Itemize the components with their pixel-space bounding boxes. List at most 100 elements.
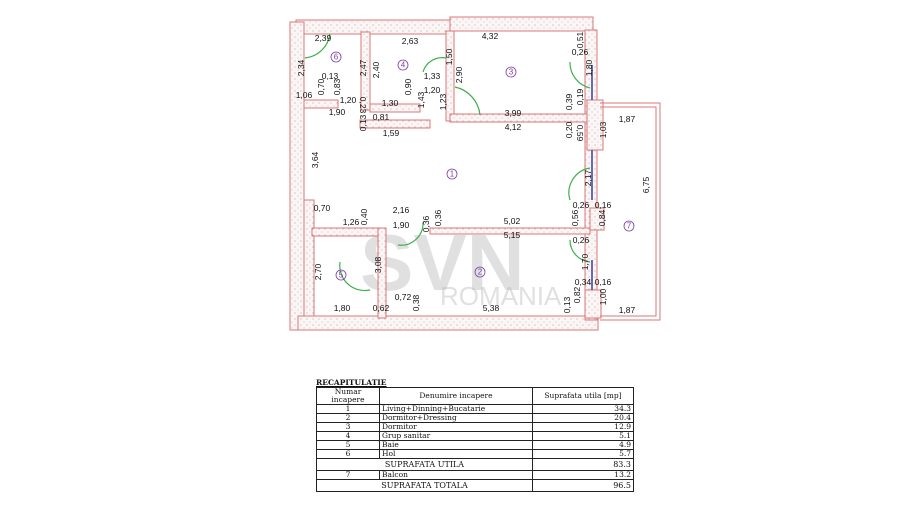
dimension-label: 1,43 <box>416 91 426 108</box>
dimension-label: 2,63 <box>402 36 419 46</box>
dimension-label: 1,80 <box>334 303 351 313</box>
total-utila-value: 83.3 <box>532 458 634 471</box>
dimension-label: 2,16 <box>393 205 410 215</box>
cell-nr: 7 <box>316 470 380 480</box>
dimension-label: 1,06 <box>296 90 313 100</box>
total-totala-label: SUPRAFATA TOTALA <box>316 479 533 492</box>
dimension-label: 0,56 <box>570 209 580 226</box>
dimension-label: 1,23 <box>438 93 448 110</box>
dimension-label: 2,34 <box>296 59 306 76</box>
dimension-label: 0,81 <box>373 112 390 122</box>
cell-name: Hol <box>379 449 533 459</box>
dimension-label: 0,38 <box>411 294 421 311</box>
door-swings <box>304 33 591 292</box>
dimension-label: 1,20 <box>424 85 441 95</box>
balcony-outline <box>600 102 661 321</box>
dimension-label: 2,47 <box>358 59 368 76</box>
dimension-label: 0,82 <box>572 286 582 303</box>
dimension-label: 0,62 <box>373 303 390 313</box>
dimension-label: 0,84 <box>597 209 607 226</box>
room-numbers <box>330 51 635 281</box>
dimension-label: 1,87 <box>619 114 636 124</box>
dimension-label: 1,50 <box>444 48 454 65</box>
dimension-label: 0,26 <box>572 47 589 57</box>
table-header: Numar incapere Denumire incapere Suprafa… <box>316 387 634 405</box>
svg-text:ROMANIA: ROMANIA <box>440 281 562 311</box>
dimension-label: 0,20 <box>564 121 574 138</box>
dimension-label: 0,40 <box>359 208 369 225</box>
dimension-label: 0,36 <box>421 215 431 232</box>
room-label: 5 <box>339 271 344 280</box>
dimension-label: 1,20 <box>340 95 357 105</box>
dimension-label: 2,90 <box>454 66 464 83</box>
dimension-label: 1,90 <box>329 107 346 117</box>
cell-name: Baie <box>379 440 533 450</box>
dimension-label: 2,17 <box>583 169 593 186</box>
dimension-label: 0,23 <box>358 97 368 114</box>
header-area: Suprafata utila [mp] <box>532 387 634 405</box>
room-label: 7 <box>627 222 632 231</box>
room-label: 6 <box>334 53 339 62</box>
dimension-label: 3,64 <box>310 151 320 168</box>
floor-plan: SVN ROMANIA 1 2 3 4 5 6 7 2,39 2,34 2,47… <box>289 16 661 331</box>
dimension-label: 1,00 <box>598 288 608 305</box>
dimension-label: 2,70 <box>313 263 323 280</box>
dimension-label: 4,32 <box>482 31 499 41</box>
dimension-label: 2,39 <box>315 33 332 43</box>
cell-area: 13.2 <box>532 470 634 480</box>
dimension-label: 0,13 <box>322 71 339 81</box>
dimension-label: 2,40 <box>371 61 381 78</box>
dimension-label: 0,83 <box>332 78 342 95</box>
dimension-label: 0,59 <box>575 125 585 142</box>
dimension-label: 0,19 <box>575 88 585 105</box>
dimension-label: 0,16 <box>595 200 612 210</box>
dimension-label: 1,30 <box>382 98 399 108</box>
dimension-label: 0,70 <box>316 78 326 95</box>
room-label: 4 <box>401 61 406 70</box>
dimension-label: 5,15 <box>504 230 521 240</box>
dimension-label: 5,38 <box>483 303 500 313</box>
dimension-label: 3,99 <box>505 108 522 118</box>
dimension-label: 1,59 <box>383 128 400 138</box>
dimension-label: 1,03 <box>598 121 608 138</box>
header-nr: Numar incapere <box>316 387 380 405</box>
dimension-label: 5,02 <box>504 216 521 226</box>
summary-table: RECAPITULATIE Numar incapere Denumire in… <box>316 379 634 492</box>
walls <box>289 16 605 331</box>
dimension-label: 0,39 <box>564 93 574 110</box>
dimensions: 2,39 2,34 2,47 2,40 2,63 4,32 0,51 0,26 … <box>296 31 651 315</box>
dimension-label: 0,16 <box>595 277 612 287</box>
dimension-label: 1,80 <box>584 59 594 76</box>
cell-area: 5.7 <box>532 449 634 459</box>
dimension-label: 6,75 <box>641 176 651 193</box>
dimension-label: 0,36 <box>433 209 443 226</box>
cell-name: Balcon <box>379 470 533 480</box>
dimension-label: 1,87 <box>619 305 636 315</box>
dimension-label: 4,12 <box>505 122 522 132</box>
room-label: 1 <box>450 170 455 179</box>
cell-name: Grup sanitar <box>379 431 533 441</box>
dimension-label: 0,70 <box>314 203 331 213</box>
dimension-label: 1,33 <box>424 71 441 81</box>
table-caption: RECAPITULATIE <box>316 378 387 387</box>
dimension-label: 0,13 <box>358 114 368 131</box>
dimension-label: 1,26 <box>343 217 360 227</box>
dimension-label: 1,70 <box>580 253 590 270</box>
dimension-label: 3,08 <box>373 256 383 273</box>
room-label: 2 <box>478 268 483 277</box>
room-label: 3 <box>509 68 514 77</box>
dimension-label: 1,90 <box>393 220 410 230</box>
total-totala-value: 96.5 <box>532 479 634 492</box>
total-utila-label: SUPRAFATA UTILA <box>316 458 533 471</box>
dimension-label: 0,26 <box>573 200 590 210</box>
cell-nr: 6 <box>316 449 380 459</box>
dimension-label: 0,34 <box>575 277 592 287</box>
